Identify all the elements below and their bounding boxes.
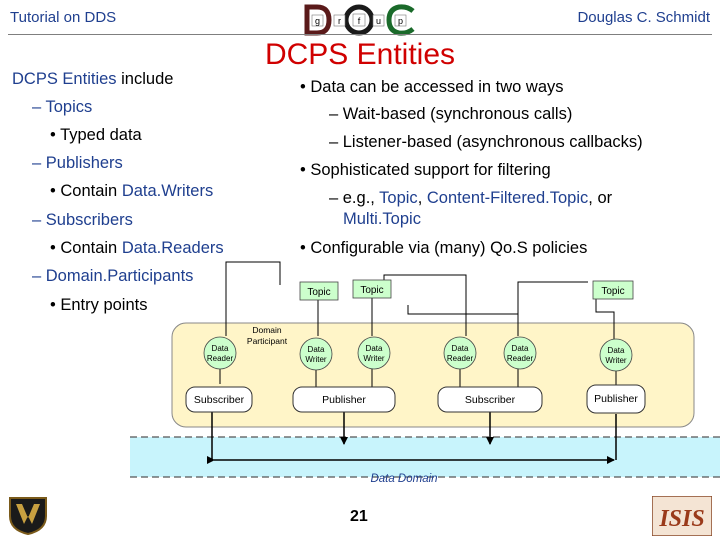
left-intro: DCPS Entities include [12,70,173,89]
header-divider [8,34,712,35]
logo-letter: f [358,16,361,26]
data-writer-3: Data Writer [599,338,633,372]
dds-logo: g r f u p [303,3,419,37]
right-item-examples: – e.g., Topic, Content-Filtered.Topic, o… [329,189,612,208]
right-item-filtering: • Sophisticated support for filtering [300,161,551,179]
left-item-typed-data: • Typed data [50,126,142,144]
vanderbilt-logo [6,494,50,536]
topic-3: Topic [592,280,634,300]
left-item-contain-readers: • Contain Data.Readers [50,239,224,258]
publisher-2: Publisher [586,384,646,414]
left-item-domain-participants: – Domain.Participants [32,267,194,285]
reader-1-line-2: Reader [207,354,234,363]
eg-topic: Topic [379,189,418,207]
topic-2-label: Topic [360,285,383,296]
subscriber-2-label: Subscriber [465,394,516,406]
data-reader-3: Data Reader [503,336,537,370]
eg-content-filtered-topic: Content-Filtered.Topic [426,189,589,207]
publisher-1-label: Publisher [322,394,366,406]
writer-3-line-1: Data [608,346,625,355]
data-domain-label: Data Domain [370,473,437,485]
eg-prefix: – e.g., [329,189,380,207]
contain-writers-term: Data.Writers [121,182,214,200]
right-item-qos: • Configurable via (many) Qo.S policies [300,239,588,257]
isis-logo-text: ISIS [658,506,704,532]
reader-2-line-1: Data [452,344,469,353]
writer-1-line-2: Writer [305,355,327,364]
contain-readers-term: Data.Readers [121,239,224,257]
topic-3-label: Topic [601,286,624,297]
intro-rest: include [116,70,174,88]
intro-highlight: DCPS Entities [12,70,117,88]
publisher-1: Publisher [292,386,396,413]
data-writer-2: Data Writer [357,336,391,370]
left-item-entry-points: • Entry points [50,296,148,314]
left-item-publishers: – Publishers [32,154,123,172]
reader-2-line-2: Reader [447,354,474,363]
header-right: Douglas C. Schmidt [577,9,710,26]
writer-2-line-2: Writer [363,354,385,363]
contain-readers-prefix: • Contain [50,239,122,257]
domain-participant-line-2: Participant [247,336,288,346]
slide-title: DCPS Entities [264,38,456,71]
domain-participant-line-1: Domain [252,325,282,335]
subscriber-1-label: Subscriber [194,394,245,406]
left-item-contain-writers: • Contain Data.Writers [50,182,213,201]
right-item-listener-based: – Listener-based (asynchronous callbacks… [329,133,643,151]
topic-1-label: Topic [307,287,330,298]
writer-1-line-1: Data [308,345,325,354]
data-domain-band [130,437,720,477]
writer-2-line-1: Data [366,344,383,353]
logo-letter: r [338,16,341,26]
eg-sep: , or [588,189,613,207]
logo-letter: p [398,16,403,26]
left-item-subscribers: – Subscribers [32,211,133,229]
data-reader-1: Data Reader [203,336,237,370]
data-reader-2: Data Reader [443,336,477,370]
reader-3-line-1: Data [512,344,529,353]
writer-3-line-2: Writer [605,356,627,365]
eg-sep: , [417,189,427,207]
logo-letter: u [376,16,381,26]
right-item-multitopic: Multi.Topic [343,210,421,228]
right-item-wait-based: – Wait-based (synchronous calls) [329,105,573,123]
topic-2: Topic [352,279,392,299]
reader-1-line-1: Data [212,344,229,353]
header-left: Tutorial on DDS [10,9,117,26]
isis-logo: ISIS [652,496,712,536]
left-item-topics: – Topics [32,98,93,116]
page-number: 21 [350,508,368,525]
publisher-2-label: Publisher [594,393,638,405]
subscriber-1: Subscriber [185,386,253,413]
right-item-access: • Data can be accessed in two ways [300,78,564,96]
subscriber-2: Subscriber [437,386,543,413]
contain-writers-prefix: • Contain [50,182,122,200]
data-writer-1: Data Writer [299,337,333,371]
logo-letter: g [315,16,320,26]
reader-3-line-2: Reader [507,354,534,363]
topic-1: Topic [299,281,339,301]
